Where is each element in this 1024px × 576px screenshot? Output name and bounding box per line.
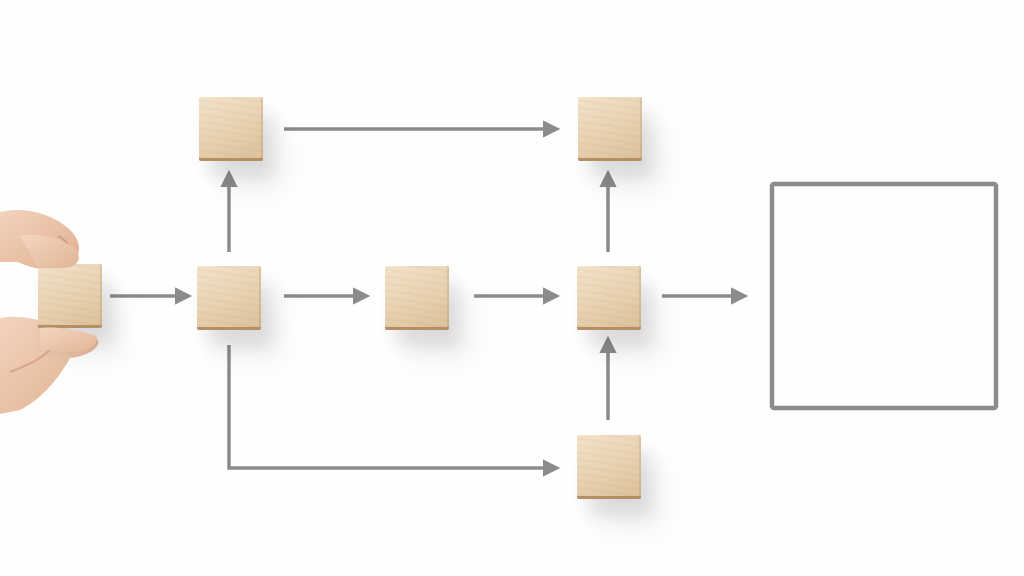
block-top-right xyxy=(578,97,642,161)
block-bottom-right xyxy=(577,435,641,499)
outcome-box xyxy=(769,181,999,411)
thumb-overlay xyxy=(20,234,98,352)
arrow-branch-to-bottom-right xyxy=(227,345,561,477)
block-middle xyxy=(385,266,449,330)
block-top-left xyxy=(199,97,263,161)
block-branch xyxy=(197,266,261,330)
start-block xyxy=(38,264,102,328)
block-merge xyxy=(577,266,641,330)
